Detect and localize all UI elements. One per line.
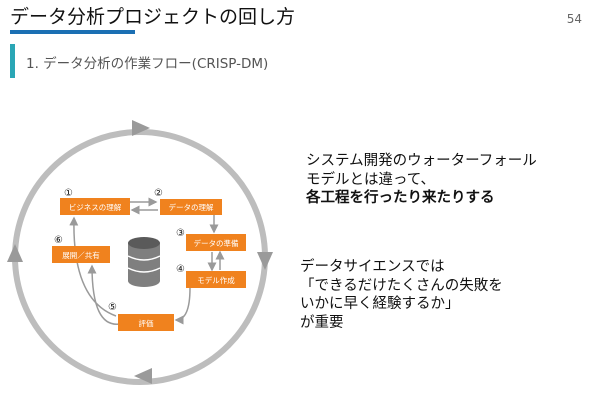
text-line: データサイエンスでは (300, 259, 445, 275)
database-icon (127, 237, 161, 287)
step-number: ⑤ (108, 302, 117, 313)
step-box (186, 234, 246, 251)
emphasis-line: 各工程を行ったり来たりする (306, 190, 495, 206)
arrow-model-to-eval (174, 287, 191, 325)
text-line: モデルとは違って、 (306, 171, 436, 188)
text-line: いかに早く経験するか」 (300, 296, 460, 312)
crisp-dm-diagram: ① ビジネスの理解 ② データの理解 ③ データの準備 ④ モデル作成 ⑤ 評価… (7, 120, 273, 385)
step-box (160, 199, 222, 215)
waterfall-comparison-text: システム開発のウォーターフォール モデルとは違って、 各工程を行ったり来たりする (306, 152, 537, 208)
cycle-arrow-left-icon (7, 244, 23, 262)
cycle-arrow-bottom-icon (134, 368, 152, 384)
step-box (118, 314, 174, 331)
page-number: 54 (566, 12, 582, 26)
text-line: が重要 (300, 314, 344, 331)
arrow-eval-to-deploy (87, 264, 121, 325)
step-number: ⑥ (54, 235, 63, 246)
text-line: システム開発のウォーターフォール (306, 153, 537, 169)
arrow-eval-to-business (69, 216, 117, 317)
step-label: ビジネスの理解 (69, 202, 122, 212)
slide-title: データ分析プロジェクトの回し方 (10, 6, 296, 28)
step-label: モデル作成 (197, 275, 235, 285)
step-number: ④ (176, 264, 185, 275)
cycle-arrow-right-icon (257, 252, 273, 270)
step-label: 展開／共有 (62, 250, 100, 260)
title-underline (10, 30, 135, 34)
data-science-point-text: データサイエンスでは 「できるだけたくさんの失敗を いかに早く経験するか」 が重… (300, 258, 503, 332)
step-box (60, 198, 130, 215)
step-4: ④ モデル作成 (176, 264, 246, 288)
text-line: 「できるだけたくさんの失敗を (300, 277, 503, 294)
step-1: ① ビジネスの理解 (60, 188, 130, 215)
step-label: データの準備 (194, 238, 239, 248)
step-label: データの理解 (169, 202, 214, 212)
step-6: ⑥ 展開／共有 (52, 235, 110, 263)
step-3: ③ データの準備 (176, 228, 246, 251)
cycle-arrow-top-icon (132, 120, 150, 136)
step-label: 評価 (139, 318, 154, 328)
step-2: ② データの理解 (154, 188, 222, 215)
section-subtitle: 1. データ分析の作業フロー(CRISP-DM) (26, 56, 269, 72)
section-accent-bar (10, 44, 15, 78)
step-5: ⑤ 評価 (108, 302, 174, 331)
step-number: ① (64, 188, 73, 199)
step-number: ② (154, 188, 163, 199)
step-number: ③ (176, 228, 185, 239)
step-box (52, 246, 110, 263)
step-box (186, 271, 246, 288)
